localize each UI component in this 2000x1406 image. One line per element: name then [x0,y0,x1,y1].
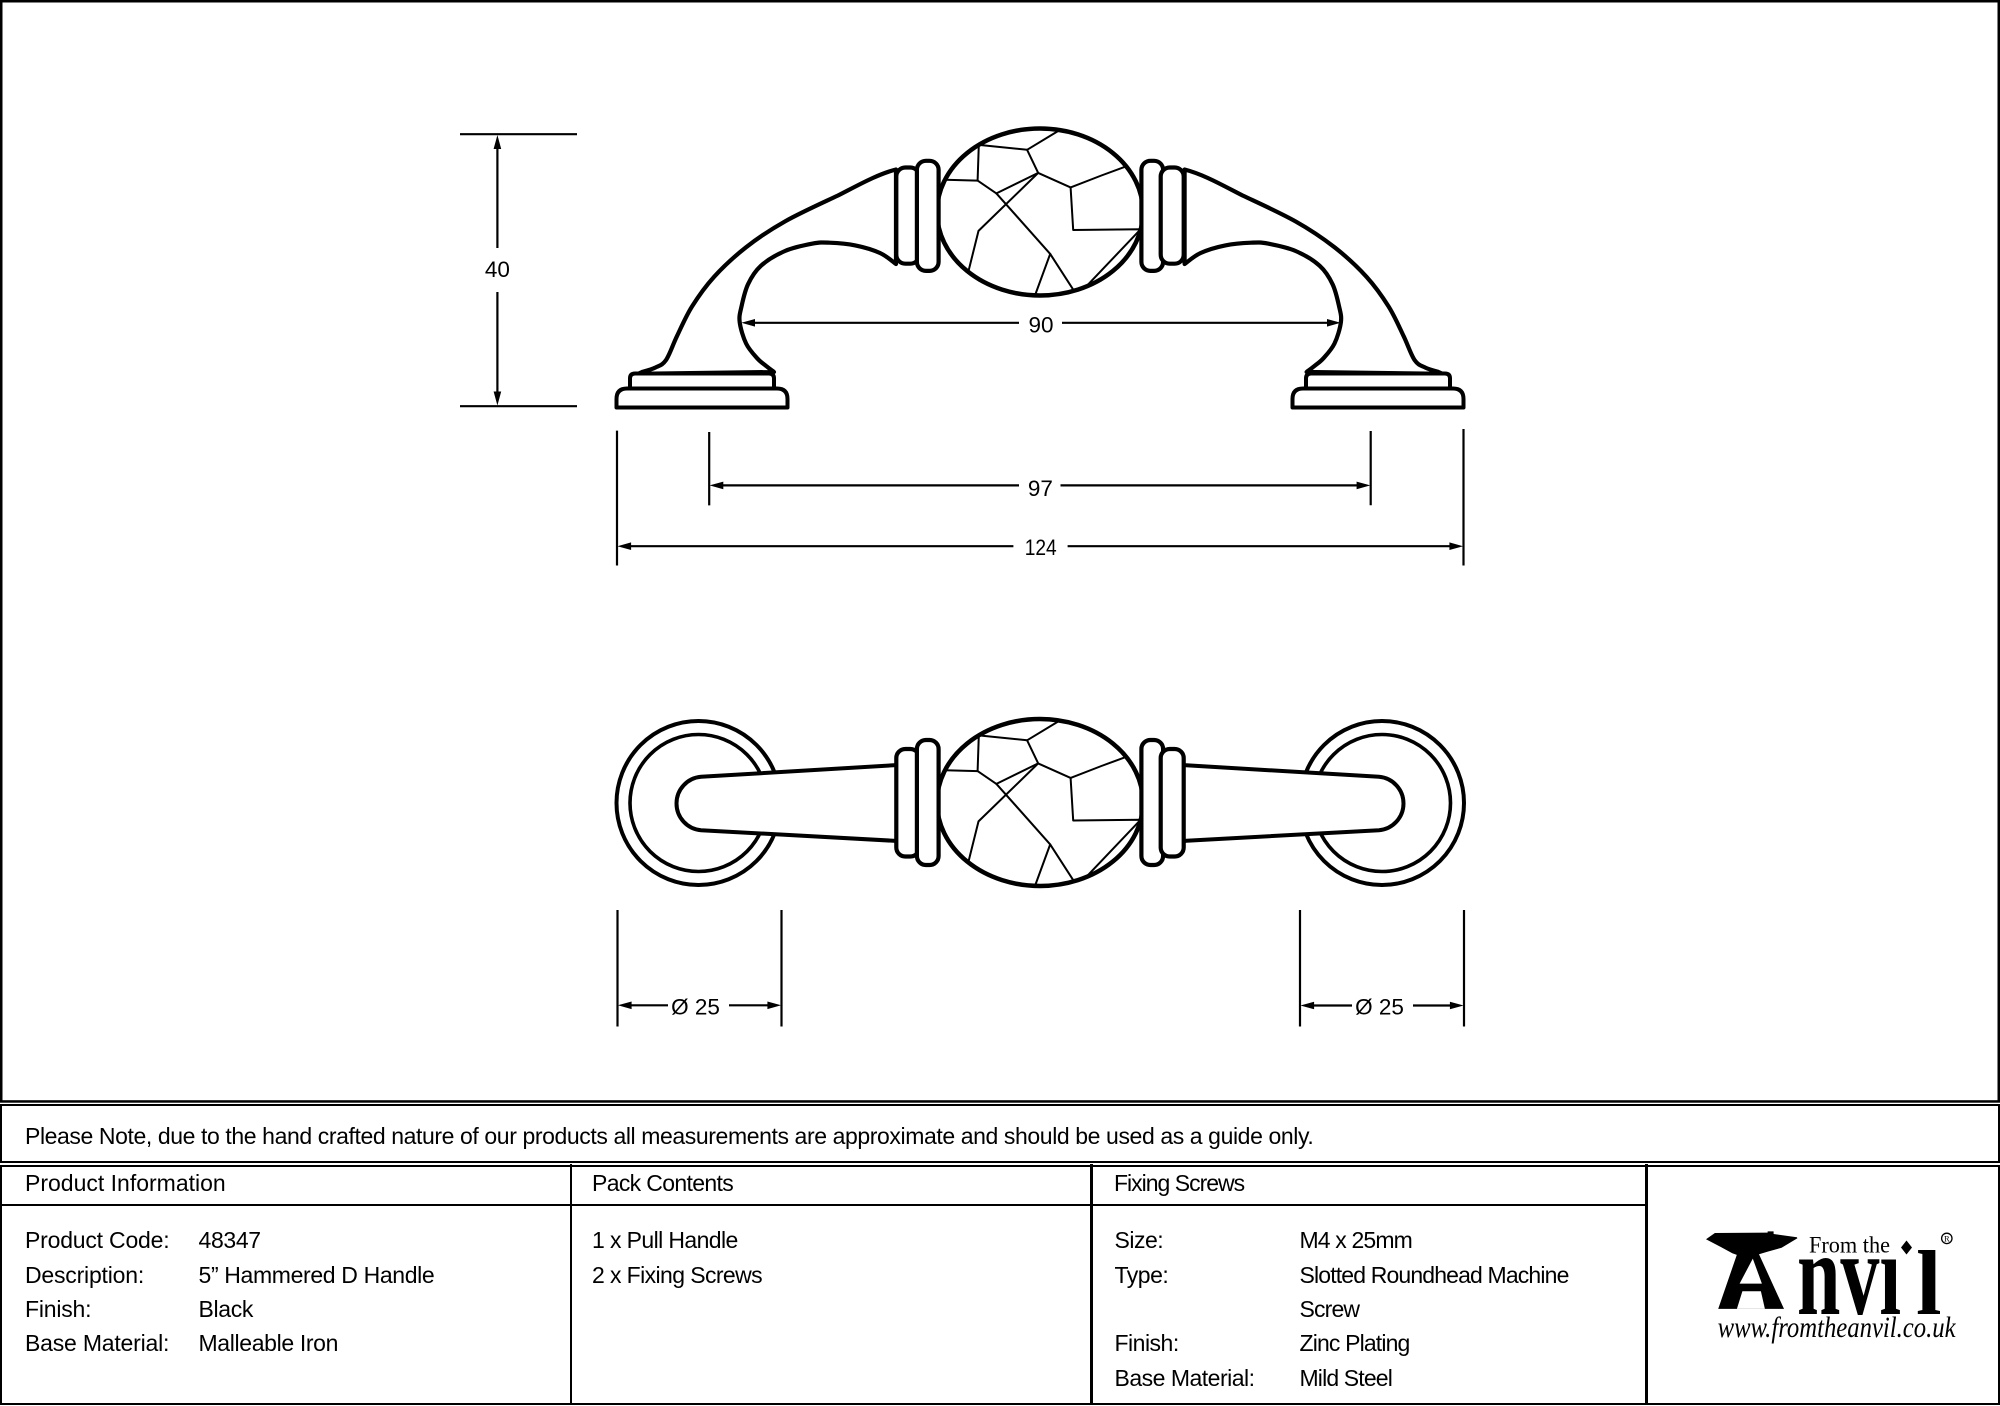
svg-text:90: 90 [1028,313,1053,338]
svg-text:From the: From the [1809,1233,1890,1258]
svg-text:nvı: nvı [1797,1208,1901,1340]
svg-text:R: R [1944,1233,1950,1243]
svg-text:Ø 25: Ø 25 [1355,995,1404,1020]
svg-text:40: 40 [485,257,510,282]
svg-text:www.fromtheanvil.co.uk: www.fromtheanvil.co.uk [1718,1311,1957,1344]
svg-text:l: l [1916,1232,1942,1334]
svg-text:Ø 25: Ø 25 [671,995,720,1020]
svg-text:97: 97 [1028,476,1053,501]
svg-text:124: 124 [1025,535,1057,560]
